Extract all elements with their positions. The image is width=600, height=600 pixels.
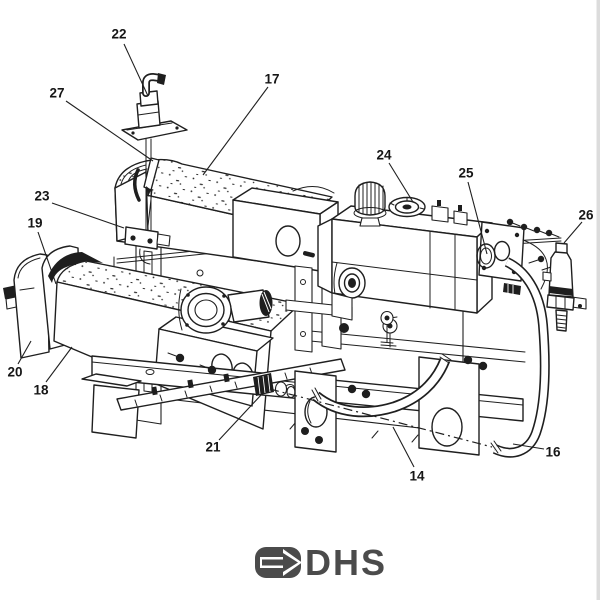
callout-leader-line — [563, 221, 583, 244]
callout-number: 23 — [34, 189, 50, 204]
callout-leader-line — [512, 443, 545, 450]
fastener-nuts — [167, 352, 488, 399]
callout-layer: 22 27 17 23 19 24 25 26 20 18 21 14 16 — [7, 27, 594, 484]
dhs-logo-text: DHS — [305, 542, 387, 583]
callout-leader-line — [123, 43, 149, 97]
callout-leader-line — [37, 231, 57, 285]
callout-number: 22 — [111, 27, 126, 42]
callout-20: 20 — [7, 340, 32, 380]
callout-18: 18 — [33, 346, 73, 398]
callout-21: 21 — [205, 393, 263, 455]
callout-leader-line — [467, 181, 488, 255]
base-plate — [81, 355, 524, 456]
callout-23: 23 — [34, 189, 125, 229]
gas-valve — [317, 181, 493, 344]
callout-22: 22 — [111, 27, 149, 97]
callout-leader-line — [392, 426, 415, 468]
callout-leader-line — [17, 340, 32, 365]
callout-leader-line — [218, 393, 263, 441]
callout-25: 25 — [458, 166, 488, 255]
callout-number: 20 — [7, 365, 22, 380]
upper-burner-box — [114, 158, 339, 272]
igniter-assembly — [121, 72, 188, 265]
venturi-ring — [178, 286, 273, 334]
callout-27: 27 — [49, 86, 154, 162]
page-edge — [596, 0, 600, 600]
callout-number: 24 — [376, 148, 392, 163]
dhs-arrow-icon — [255, 547, 302, 578]
callout-leader-line — [202, 86, 269, 176]
callout-number: 21 — [205, 440, 221, 455]
callout-number: 27 — [49, 86, 64, 101]
dhs-logo: DHS — [255, 542, 387, 583]
center-line — [269, 388, 493, 448]
callout-number: 16 — [545, 445, 561, 460]
callout-number: 14 — [409, 469, 425, 484]
callout-number: 19 — [27, 216, 42, 231]
pipes — [311, 257, 550, 458]
electrode — [542, 242, 587, 332]
callout-number: 25 — [458, 166, 474, 181]
callout-number: 18 — [33, 383, 49, 398]
callout-number: 17 — [264, 72, 279, 87]
callout-24: 24 — [376, 148, 414, 203]
callout-26: 26 — [563, 208, 594, 244]
callout-16: 16 — [512, 443, 561, 460]
callout-17: 17 — [202, 72, 280, 176]
callout-leader-line — [388, 162, 414, 203]
sight-plate — [476, 218, 560, 295]
callout-19: 19 — [27, 216, 57, 285]
callout-number: 26 — [578, 208, 594, 223]
callout-leader-line — [65, 100, 154, 162]
callout-14: 14 — [392, 426, 425, 484]
callout-leader-line — [51, 202, 125, 229]
callout-leader-line — [45, 346, 73, 383]
